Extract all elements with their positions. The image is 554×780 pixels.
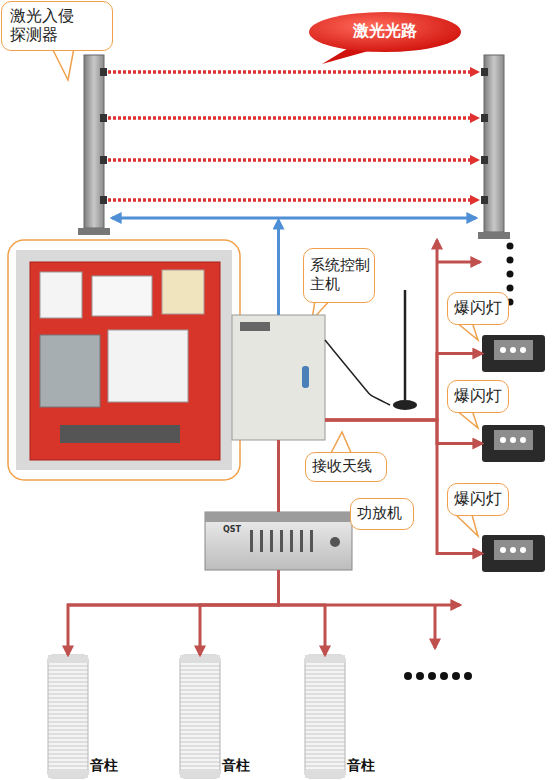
continuation-dots [404,672,472,680]
post-base [78,228,110,235]
cabinet-lock [302,366,309,388]
connector [325,420,482,554]
column-speaker [48,655,345,778]
laser-detector: 激光入侵探测器 [0,0,512,220]
circuit-board [30,262,220,460]
detector-callout: 激光入侵探测器 [1,1,113,51]
strobe-lamp: 爆闪灯 [482,335,545,372]
brand-mark: QST [212,524,252,536]
breaker [40,272,82,318]
transformer-block [40,335,100,407]
strobe-callout: 爆闪灯 [447,292,509,325]
connector [68,570,279,655]
connector [279,570,326,655]
control-module [108,330,188,402]
laser-beam [108,72,478,200]
speaker-name: 音柱 [347,757,375,775]
callout-label: 激光光路 [310,21,460,41]
cabinet-badge [240,322,270,331]
detector-post [484,55,504,232]
amplifier-top [205,512,352,522]
connector [325,420,482,444]
connector [200,570,279,655]
photo-background [16,250,232,470]
wire-bus [67,604,460,607]
speaker-name: 音柱 [222,757,250,775]
laser-callout [309,12,461,52]
connector [277,440,280,512]
connector [277,220,280,315]
callout-tail [52,48,74,80]
column-speaker: 音柱 [48,655,88,778]
speaker-name: 音柱 [90,757,118,775]
strobe-callout: 爆闪灯 [447,483,509,516]
signal-bus [112,217,476,220]
control-cabinet [232,315,325,440]
power-supply [92,276,152,316]
antenna-base [393,400,417,410]
amplifier: 功放机 [205,512,352,570]
antenna-callout: 接收天线 [305,452,387,482]
amplifier-callout: 功放机 [350,498,414,530]
amplifier-controls [250,530,340,552]
column-speaker: 音柱 [180,655,220,778]
post-base [478,232,510,239]
wire-bus [434,605,437,648]
connector [325,354,482,421]
antenna: 接收天线 [390,285,420,415]
control-host: 系统控制主机 [232,315,325,440]
wire-bus [436,240,439,420]
post-brackets [100,68,488,204]
strobe-lamp [482,335,545,572]
photo-frame [8,240,240,480]
antenna-whip [404,290,407,400]
wire-bus [437,261,480,264]
host-callout: 系统控制主机 [303,248,375,303]
strobe-callout: 爆闪灯 [447,380,509,413]
strobe-lamp: 爆闪灯 [482,425,545,462]
strobe-lamp: 爆闪灯 [482,535,545,572]
column-speaker: 音柱 [305,655,345,778]
terminal-strip [60,425,180,443]
connector [325,340,390,405]
amplifier [205,512,352,570]
transformer [162,270,204,314]
callout-tail [456,515,478,536]
